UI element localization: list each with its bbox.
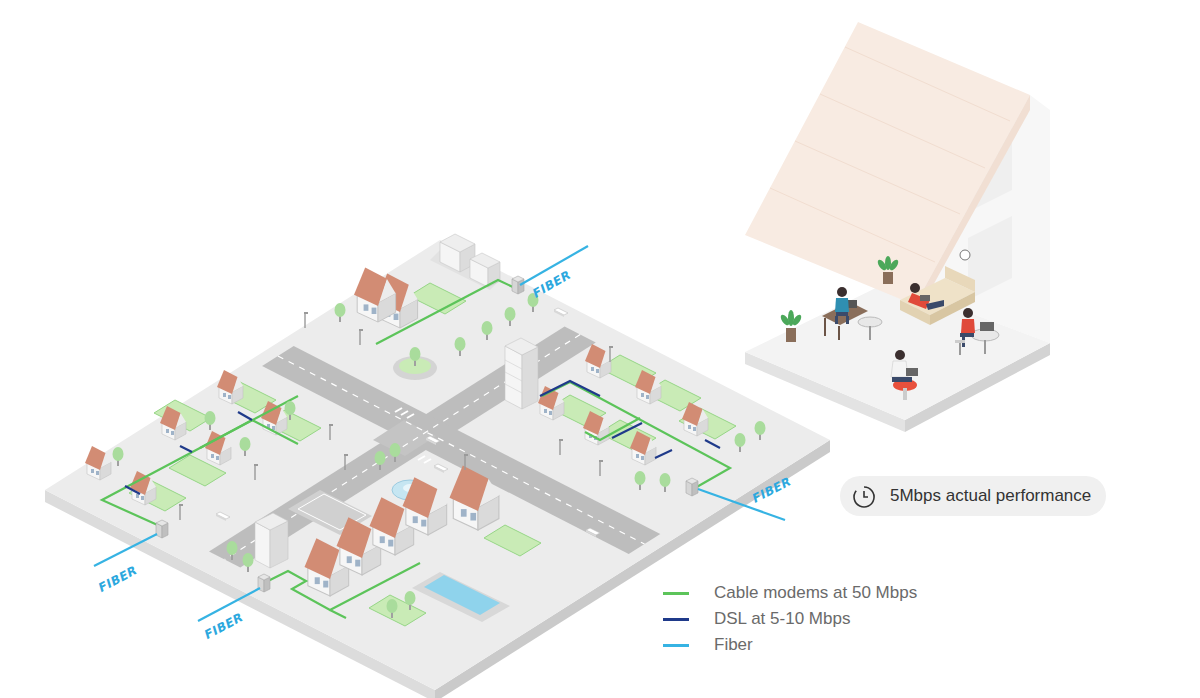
clock-icon xyxy=(852,485,876,509)
pill-text: 5Mbps actual performance xyxy=(890,486,1091,506)
legend-item: Fiber xyxy=(663,634,753,656)
legend-text: Fiber xyxy=(714,635,753,654)
performance-pill: 5Mbps actual performance xyxy=(840,476,1106,516)
legend-item: DSL at 5-10 Mbps xyxy=(663,608,850,630)
legend-text: Cable modems at 50 Mbps xyxy=(714,583,917,602)
fiber-label: FIBER xyxy=(96,563,139,595)
legend-swatch xyxy=(663,618,689,621)
legend-text: DSL at 5-10 Mbps xyxy=(714,609,850,628)
legend-swatch xyxy=(663,592,689,595)
legend-item: Cable modems at 50 Mbps xyxy=(663,582,917,604)
fiber-label: FIBER xyxy=(530,268,573,301)
legend-swatch xyxy=(663,644,689,647)
